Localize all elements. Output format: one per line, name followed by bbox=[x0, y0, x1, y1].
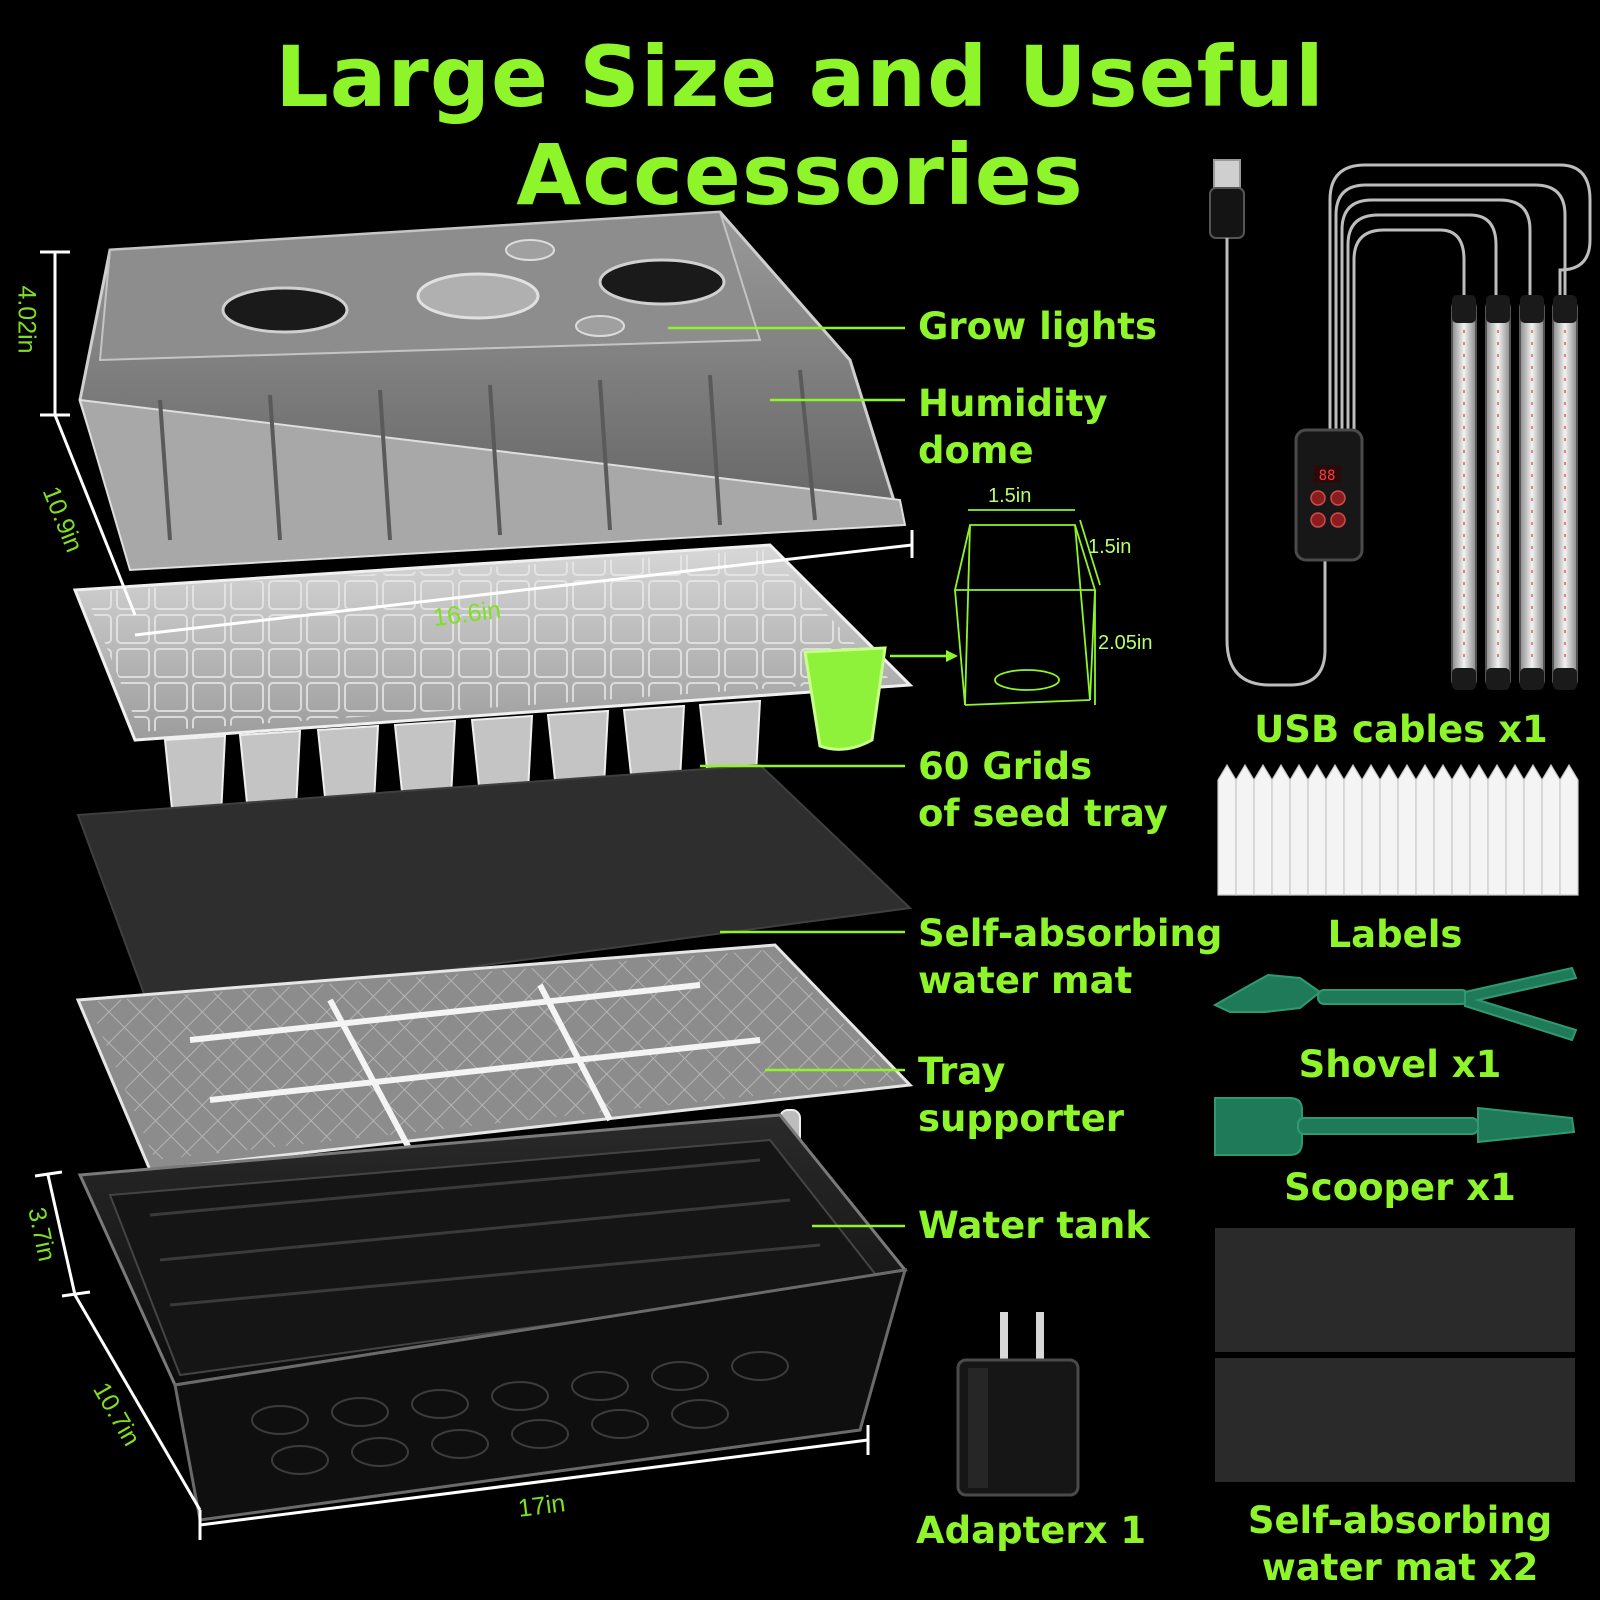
label-adapter: Adapterx 1 bbox=[916, 1509, 1147, 1552]
label-scooper: Scooper x1 bbox=[1284, 1166, 1516, 1209]
humidity-dome bbox=[78, 210, 907, 572]
label-seed-tray-line1: 60 Grids bbox=[918, 745, 1093, 788]
highlighted-cell bbox=[803, 646, 887, 751]
label-humidity-dome-line2: dome bbox=[918, 429, 1034, 472]
water-mat bbox=[76, 763, 913, 1012]
cell-detail-diagram bbox=[953, 509, 1101, 706]
timer-controller bbox=[1294, 428, 1364, 562]
label-water-mat-x2-line1: Self-absorbing bbox=[1247, 1499, 1553, 1542]
extra-water-mat-1 bbox=[1215, 1228, 1575, 1352]
label-water-mat-x2-line2: water mat x2 bbox=[1261, 1546, 1539, 1589]
page-title: Large Size and Useful Accessories bbox=[275, 28, 1325, 224]
scooper-tool bbox=[1214, 1097, 1576, 1156]
dim-cell-height: 2.05in bbox=[1098, 632, 1153, 654]
controller-display: 88 bbox=[1319, 468, 1336, 484]
label-water-mat-line1: Self-absorbing bbox=[918, 912, 1223, 955]
shovel-tool bbox=[1212, 966, 1578, 1042]
tray-supporter bbox=[75, 943, 914, 1201]
usb-grow-lights: 88 bbox=[1209, 159, 1592, 690]
water-tank bbox=[77, 1113, 908, 1522]
dim-cell-depth: 1.5in bbox=[1088, 536, 1132, 558]
dim-dome-height: 4.02in bbox=[12, 285, 41, 354]
dimension-lines bbox=[34, 250, 914, 1540]
label-tray-supporter-line1: Tray bbox=[918, 1050, 1006, 1093]
label-water-tank: Water tank bbox=[918, 1204, 1150, 1247]
label-seed-tray-line2: of seed tray bbox=[918, 792, 1168, 835]
dim-tank-length: 17in bbox=[516, 1489, 567, 1523]
extra-water-mat-2 bbox=[1215, 1358, 1575, 1482]
dim-cell-width: 1.5in bbox=[988, 485, 1032, 507]
label-humidity-dome-line1: Humidity bbox=[918, 382, 1108, 425]
label-tray-supporter-line2: supporter bbox=[918, 1097, 1125, 1140]
label-labels: Labels bbox=[1327, 913, 1463, 956]
label-usb-cables: USB cables x1 bbox=[1254, 708, 1548, 751]
leader-lines bbox=[668, 326, 955, 1228]
label-water-mat-line2: water mat bbox=[918, 959, 1133, 1002]
power-adapter bbox=[956, 1312, 1080, 1497]
plant-labels bbox=[1217, 763, 1579, 896]
label-shovel: Shovel x1 bbox=[1298, 1043, 1502, 1086]
label-grow-lights: Grow lights bbox=[918, 305, 1158, 348]
